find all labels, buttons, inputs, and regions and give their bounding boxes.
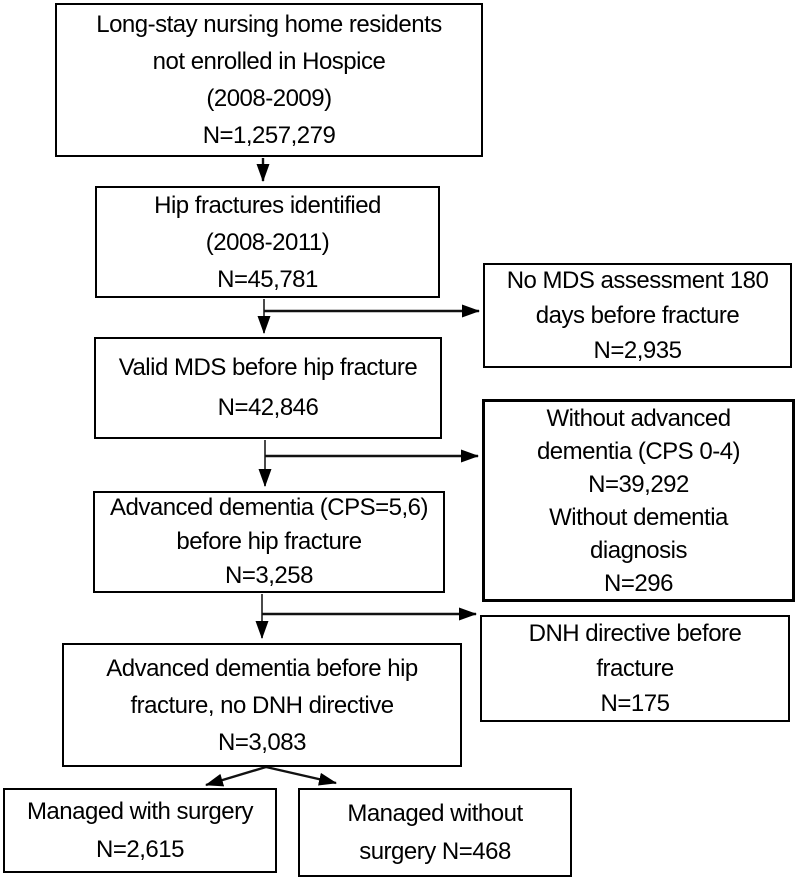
box-advanced-dementia: Advanced dementia (CPS=5,6) before hip f… (93, 491, 445, 593)
text-line: Valid MDS before hip fracture (118, 354, 418, 381)
text-line: N=2,935 (593, 337, 682, 364)
text-line: Managed with surgery (26, 797, 254, 825)
box-without-advanced-dementia: Without advanced dementia (CPS 0-4) N=39… (482, 399, 795, 602)
box-hip-fractures: Hip fractures identified (2008-2011) N=4… (95, 186, 440, 298)
text-line: Without advanced (546, 404, 731, 432)
text-line: N=3,083 (218, 728, 306, 756)
text-line: not enrolled in Hospice (152, 48, 386, 75)
text-line: (2008-2009) (206, 85, 332, 112)
text-line: diagnosis (590, 536, 687, 564)
box-dnh-directive: DNH directive before fracture N=175 (480, 615, 790, 722)
text-line: N=45,781 (217, 265, 318, 293)
arrow-split-with-surgery (205, 765, 267, 787)
text-line: N=296 (604, 569, 673, 597)
box-valid-mds: Valid MDS before hip fracture N=42,846 (94, 337, 442, 439)
text-line: Hip fractures identified (154, 191, 381, 219)
box-no-dnh-directive: Advanced dementia before hip fracture, n… (62, 643, 462, 767)
text-line: fracture, no DNH directive (130, 691, 394, 719)
arrow-split-without-surgery (265, 765, 337, 786)
text-line: (2008-2011) (205, 228, 330, 256)
text-line: Managed without (347, 799, 523, 827)
text-line: Without dementia (549, 503, 728, 531)
box-no-mds-assessment: No MDS assessment 180 days before fractu… (483, 263, 792, 368)
text-line: N=2,615 (96, 835, 184, 863)
box-managed-with-surgery: Managed with surgery N=2,615 (3, 788, 277, 873)
text-line: N=1,257,279 (202, 122, 336, 149)
text-line: N=3,258 (225, 562, 313, 589)
text-line: N=42,846 (217, 394, 319, 421)
text-line: N=175 (600, 690, 670, 717)
text-line: surgery N=468 (359, 837, 511, 865)
text-line: DNH directive before (528, 620, 742, 647)
text-line: dementia (CPS 0-4) (536, 437, 741, 465)
text-line: fracture (596, 655, 674, 682)
box-managed-without-surgery: Managed without surgery N=468 (298, 788, 572, 877)
text-line: Advanced dementia before hip (106, 654, 418, 682)
text-line: Long-stay nursing home residents (96, 11, 442, 38)
text-line: before hip fracture (176, 528, 362, 555)
text-line: days before fracture (535, 302, 740, 329)
box-cohort: Long-stay nursing home residents not enr… (55, 3, 483, 157)
text-line: No MDS assessment 180 (506, 267, 769, 294)
text-line: Advanced dementia (CPS=5,6) (109, 494, 429, 521)
text-line: N=39,292 (588, 470, 689, 498)
